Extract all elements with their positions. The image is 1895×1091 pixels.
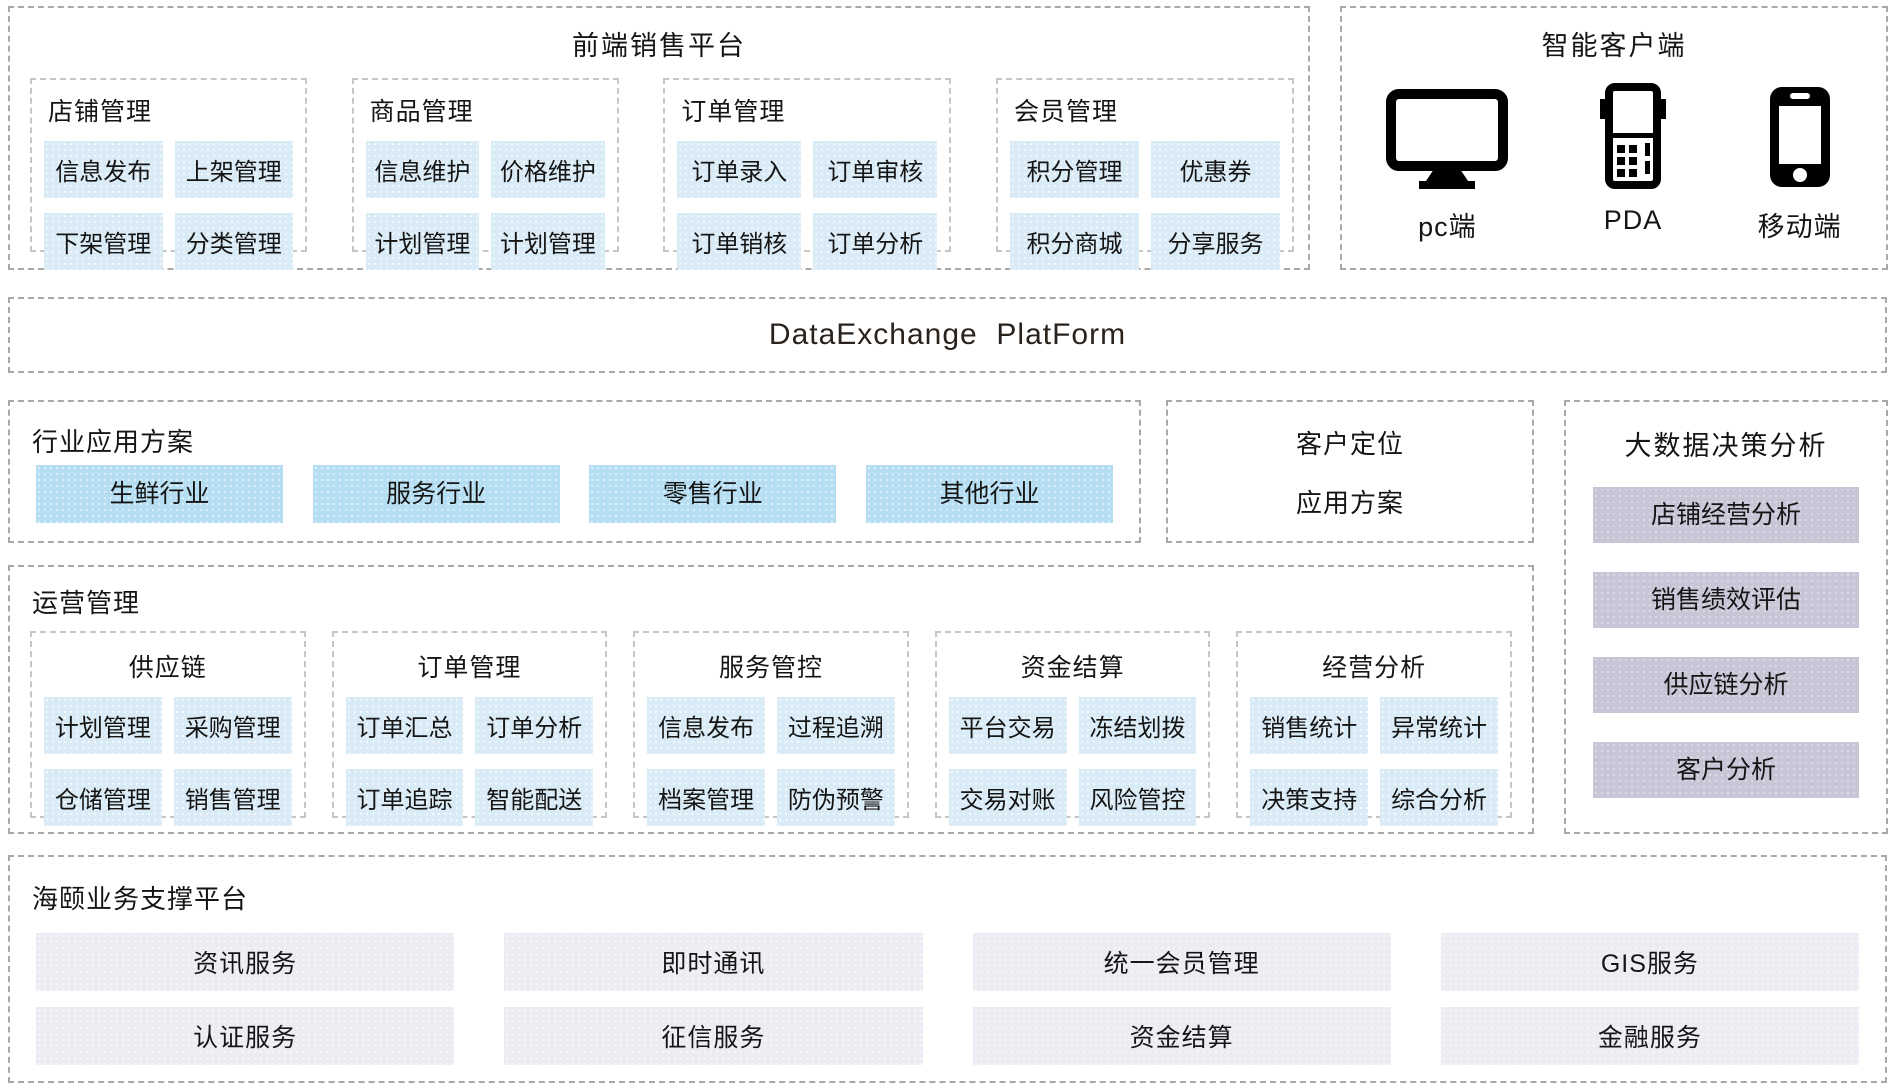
chip: 平台交易 (948, 697, 1067, 754)
device-pc: pc端 (1386, 81, 1509, 244)
industry-item: 服务行业 (312, 465, 560, 523)
chip: 订单录入 (677, 141, 802, 198)
bigdata-analysis-box: 大数据决策分析 店铺经营分析 销售绩效评估 供应链分析 客户分析 (1564, 400, 1888, 834)
chip: 分享服务 (1150, 213, 1280, 270)
chip: 积分管理 (1009, 141, 1139, 198)
chip: 风险管控 (1078, 769, 1197, 826)
chip: 交易对账 (948, 769, 1067, 826)
mobile-icon (1768, 81, 1832, 189)
chip: 积分商城 (1009, 213, 1139, 270)
chip: 综合分析 (1380, 769, 1498, 826)
group-title: 供应链 (128, 654, 207, 682)
chip: 订单审核 (813, 141, 938, 198)
operations-title: 运营管理 (32, 588, 141, 618)
exchange-title: DataExchange PlatForm (768, 318, 1127, 351)
chip: 异常统计 (1380, 697, 1498, 754)
chip: 信息发布 (44, 141, 163, 198)
clients-title: 智能客户端 (1541, 31, 1687, 61)
industry-title: 行业应用方案 (32, 427, 195, 457)
chip: 价格维护 (491, 141, 605, 198)
group-title: 商品管理 (369, 98, 474, 126)
support-item: 认证服务 (36, 1007, 455, 1065)
support-platform-box: 海颐业务支撑平台 资讯服务 即时通讯 统一会员管理 GIS服务 认证服务 征信服… (8, 855, 1887, 1083)
industry-item: 其他行业 (865, 465, 1113, 523)
bigdata-item: 供应链分析 (1593, 657, 1859, 713)
operations-box: 运营管理 供应链 计划管理 采购管理 仓储管理 销售管理 订单管理 订单汇总 订… (8, 565, 1534, 834)
chip: 决策支持 (1250, 769, 1369, 826)
group-supply-chain: 供应链 计划管理 采购管理 仓储管理 销售管理 (30, 631, 306, 826)
industry-solutions-box: 行业应用方案 生鲜行业 服务行业 零售行业 其他行业 (8, 400, 1141, 543)
group-title: 经营分析 (1322, 654, 1427, 682)
chip: 销售统计 (1250, 697, 1369, 754)
device-label: pc端 (1418, 212, 1477, 242)
support-item: 金融服务 (1440, 1007, 1859, 1065)
group-fund-settlement: 资金结算 平台交易 冻结划拨 交易对账 风险管控 (934, 631, 1211, 826)
support-item: 征信服务 (504, 1007, 923, 1065)
chip: 冻结划拨 (1078, 697, 1197, 754)
group-product-management: 商品管理 信息维护 价格维护 计划管理 计划管理 (351, 78, 619, 270)
chip: 信息发布 (647, 697, 765, 754)
industry-item: 零售行业 (589, 465, 837, 523)
group-order-mgmt: 订单管理 订单汇总 订单分析 订单追踪 智能配送 (331, 631, 608, 826)
bigdata-title: 大数据决策分析 (1624, 431, 1828, 461)
chip: 计划管理 (365, 213, 480, 270)
device-label: PDA (1603, 205, 1663, 235)
frontend-platform-box: 前端销售平台 店铺管理 信息发布 上架管理 下架管理 分类管理 商品管理 信息维… (8, 6, 1310, 270)
chip: 过程追溯 (776, 697, 895, 754)
group-member-management: 会员管理 积分管理 优惠券 积分商城 分享服务 (995, 78, 1294, 270)
group-title: 会员管理 (1013, 98, 1118, 126)
chip: 订单分析 (813, 213, 938, 270)
group-store-management: 店铺管理 信息发布 上架管理 下架管理 分类管理 (30, 78, 307, 270)
customer-positioning-box: 客户定位 应用方案 (1166, 400, 1534, 543)
positioning-line1: 客户定位 (1295, 428, 1404, 459)
pda-icon (1597, 81, 1669, 189)
bigdata-item: 客户分析 (1593, 742, 1859, 798)
support-title: 海颐业务支撑平台 (32, 884, 249, 914)
smart-clients-box: 智能客户端 pc端 (1340, 6, 1888, 270)
support-item: 统一会员管理 (972, 933, 1391, 991)
group-title: 订单管理 (681, 98, 786, 126)
chip: 订单追踪 (345, 769, 464, 826)
support-item: 资讯服务 (36, 933, 455, 991)
group-order-management: 订单管理 订单录入 订单审核 订单销核 订单分析 (663, 78, 952, 270)
device-pda: PDA (1597, 81, 1669, 244)
data-exchange-platform-band: DataExchange PlatForm (8, 297, 1887, 373)
chip: 优惠券 (1150, 141, 1280, 198)
chip: 采购管理 (173, 697, 292, 754)
industry-item: 生鲜行业 (36, 465, 283, 523)
chip: 防伪预警 (776, 769, 895, 826)
chip: 销售管理 (173, 769, 292, 826)
group-title: 服务管控 (718, 654, 823, 682)
bigdata-item: 店铺经营分析 (1593, 487, 1859, 543)
chip: 信息维护 (365, 141, 480, 198)
device-mobile: 移动端 (1758, 81, 1842, 244)
chip: 智能配送 (475, 769, 594, 826)
chip: 计划管理 (491, 213, 605, 270)
chip: 计划管理 (44, 697, 162, 754)
positioning-line2: 应用方案 (1295, 487, 1404, 518)
support-item: 资金结算 (972, 1007, 1391, 1065)
chip: 订单销核 (677, 213, 802, 270)
support-item: GIS服务 (1440, 933, 1859, 991)
chip: 档案管理 (647, 769, 765, 826)
group-title: 资金结算 (1020, 654, 1125, 682)
group-title: 订单管理 (417, 654, 522, 682)
chip: 仓储管理 (44, 769, 162, 826)
chip: 上架管理 (174, 141, 293, 198)
support-item: 即时通讯 (504, 933, 923, 991)
group-title: 店铺管理 (48, 98, 153, 126)
chip: 分类管理 (174, 213, 293, 270)
bigdata-item: 销售绩效评估 (1593, 572, 1859, 628)
desktop-icon (1386, 81, 1509, 189)
chip: 下架管理 (44, 213, 163, 270)
device-label: 移动端 (1757, 212, 1842, 242)
chip: 订单汇总 (345, 697, 464, 754)
group-service-control: 服务管控 信息发布 过程追溯 档案管理 防伪预警 (633, 631, 909, 826)
chip: 订单分析 (475, 697, 594, 754)
frontend-title: 前端销售平台 (572, 31, 746, 61)
group-business-analysis: 经营分析 销售统计 异常统计 决策支持 综合分析 (1236, 631, 1512, 826)
